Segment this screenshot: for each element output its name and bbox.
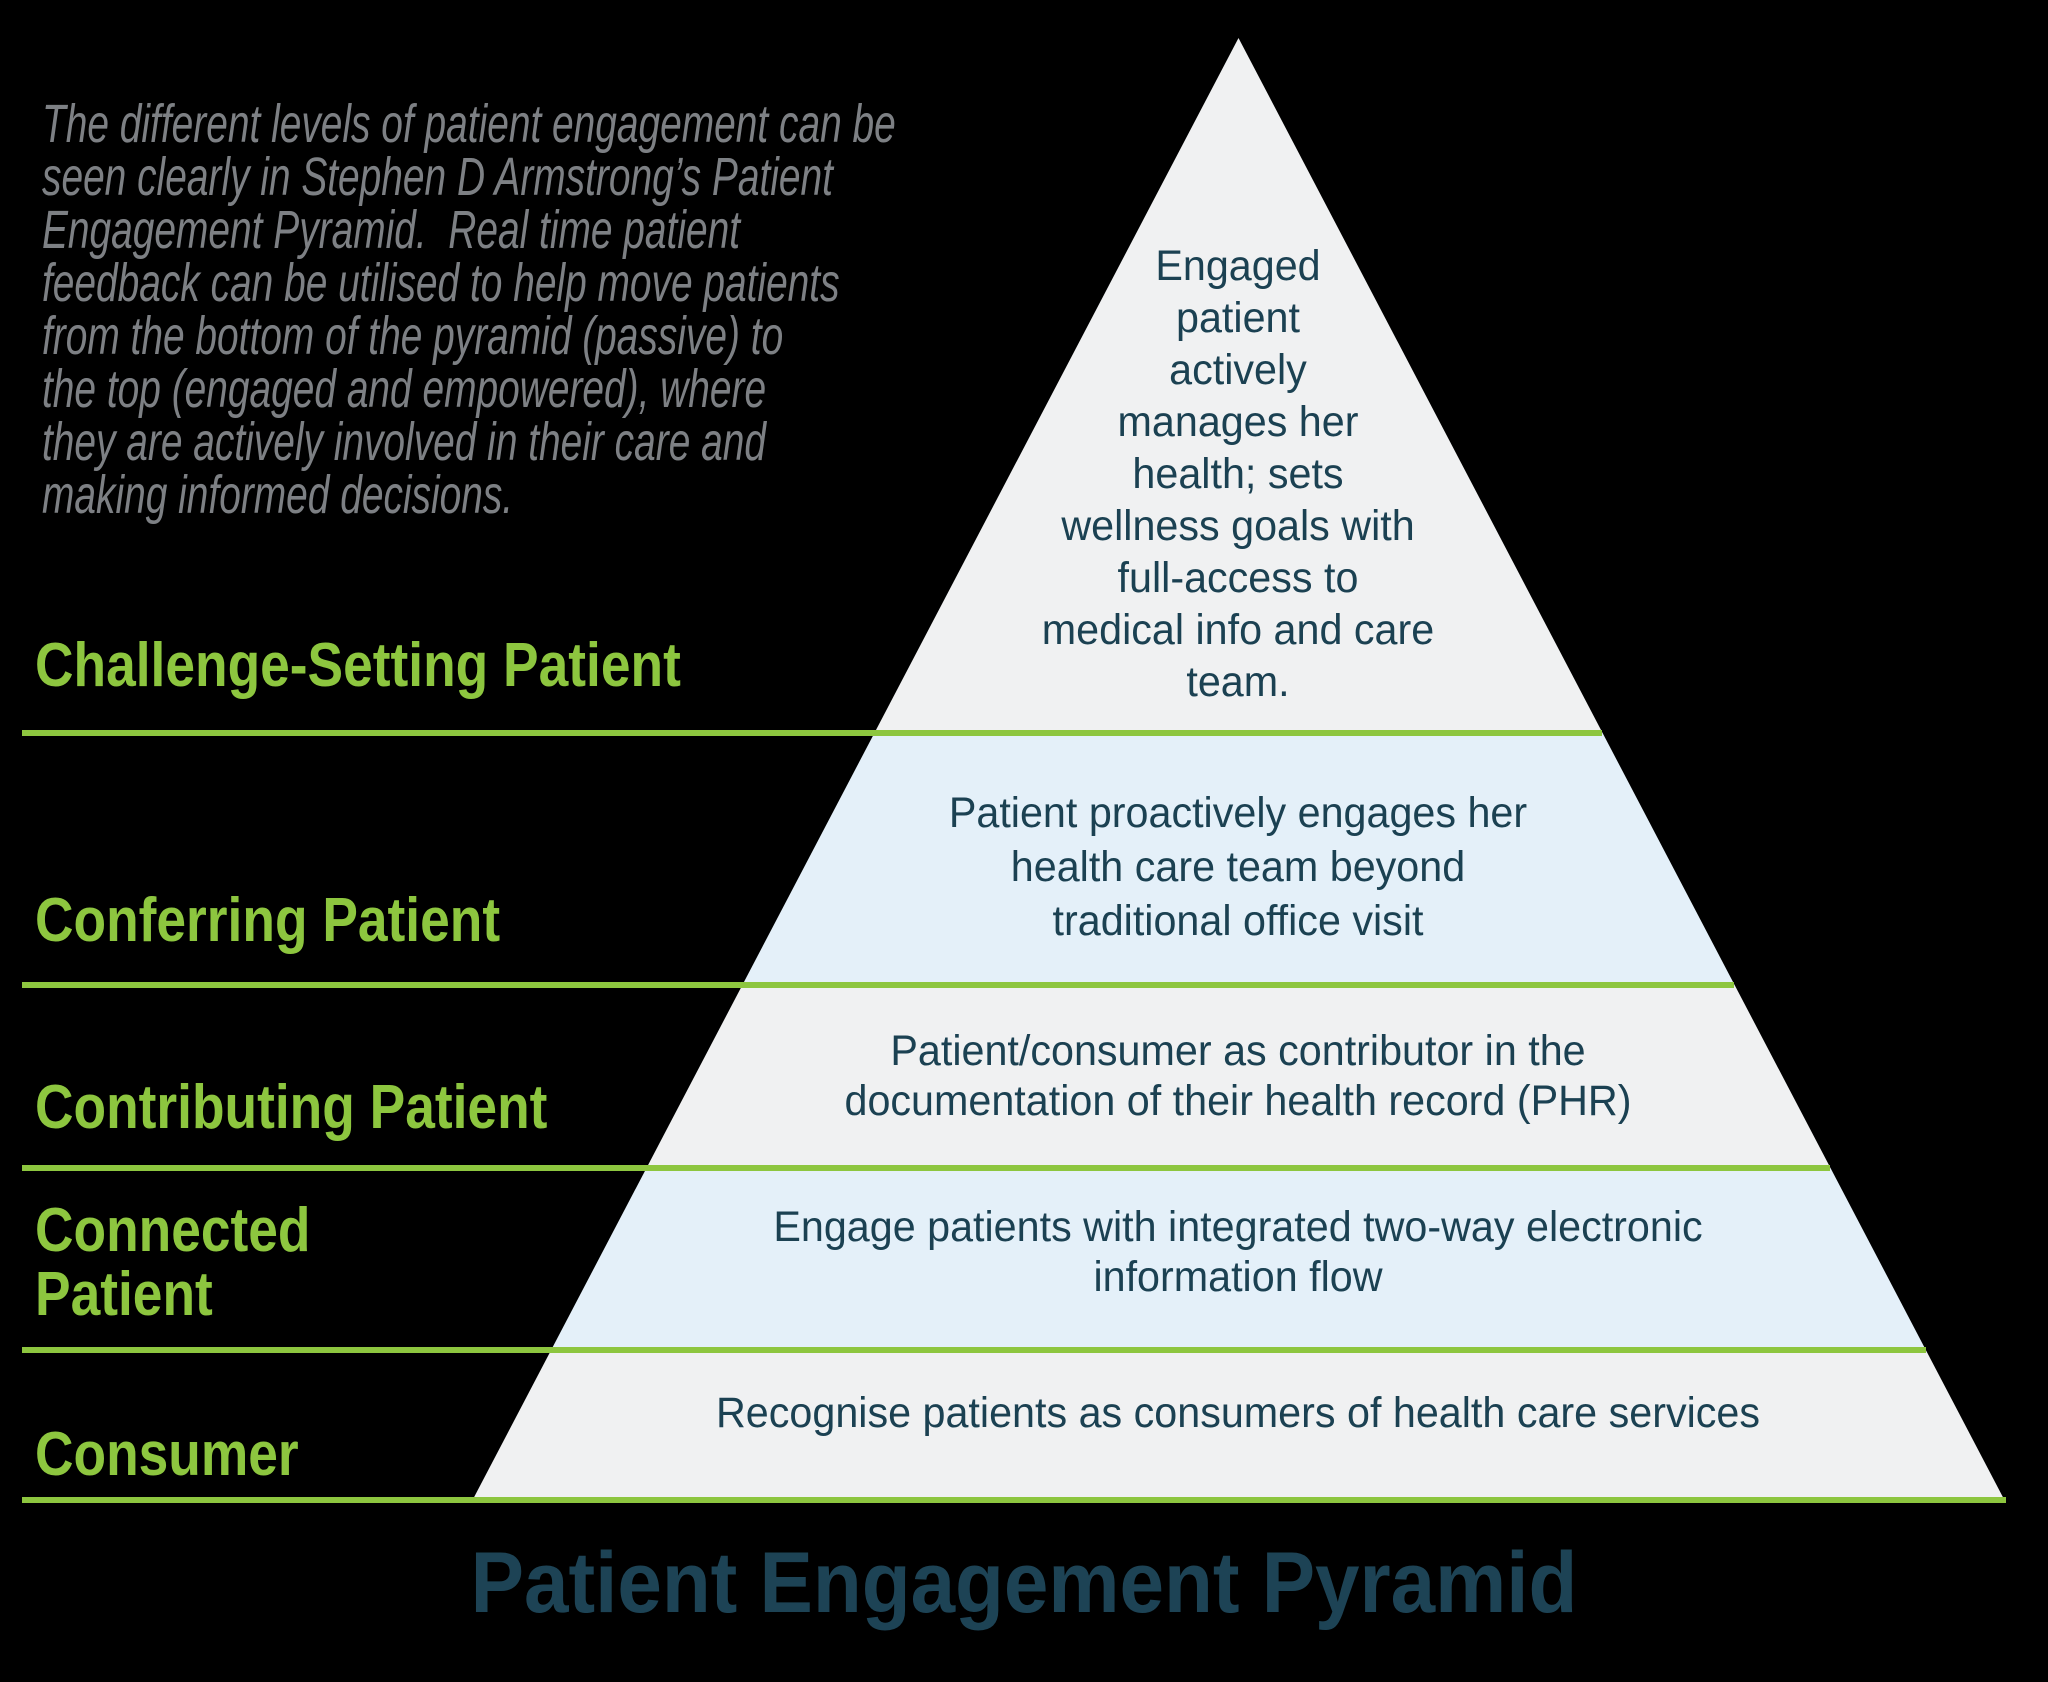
tier-description-challenge-setting: Engaged patient actively manages her hea… bbox=[950, 240, 1526, 708]
level-label-challenge-setting-patient: Challenge-Setting Patient bbox=[35, 634, 681, 698]
tier-description-line: actively bbox=[1169, 346, 1307, 394]
tier-description-line: information flow bbox=[1093, 1253, 1383, 1301]
tier-contributing bbox=[471, 985, 2006, 1168]
tier-description-conferring: Patient proactively engages her health c… bbox=[883, 786, 1593, 948]
tier-description-line: team. bbox=[1186, 658, 1290, 706]
tier-description-line: Engage patients with integrated two-way … bbox=[773, 1203, 1703, 1251]
level-label-line: Patient bbox=[35, 1260, 213, 1329]
level-label-contributing-patient: Contributing Patient bbox=[35, 1076, 547, 1140]
level-label-line: Conferring Patient bbox=[35, 886, 501, 955]
tier-description-line: Patient proactively engages her bbox=[948, 789, 1528, 837]
tier-description-line: medical info and care bbox=[1041, 606, 1435, 654]
level-label-line: Consumer bbox=[35, 1420, 299, 1489]
level-label-line: Connected bbox=[35, 1196, 311, 1265]
intro-line: they are actively involved in their care… bbox=[42, 412, 766, 472]
tier-description-line: documentation of their health record (PH… bbox=[844, 1077, 1632, 1125]
tier-description-line: manages her bbox=[1117, 398, 1359, 446]
tier-description-consumer: Recognise patients as consumers of healt… bbox=[595, 1390, 1881, 1436]
page-title: Patient Engagement Pyramid bbox=[470, 1535, 1578, 1631]
intro-line: seen clearly in Stephen D Armstrong’s Pa… bbox=[42, 147, 833, 207]
tier-description-contributing: Patient/consumer as contributor in the d… bbox=[768, 1026, 1709, 1126]
tier-description-line: full-access to bbox=[1117, 554, 1359, 602]
level-divider-line bbox=[22, 982, 1734, 988]
tier-description-line: Patient/consumer as contributor in the bbox=[890, 1027, 1586, 1075]
tier-description-line: wellness goals with bbox=[1061, 502, 1415, 550]
level-label-line: Challenge-Setting Patient bbox=[35, 631, 681, 700]
level-label-conferring-patient: Conferring Patient bbox=[35, 889, 500, 953]
intro-line: making informed decisions. bbox=[42, 465, 514, 525]
tier-description-line: health; sets bbox=[1132, 450, 1344, 498]
tier-consumer bbox=[471, 1350, 2006, 1503]
level-label-line: Contributing Patient bbox=[35, 1073, 548, 1142]
tier-description-line: Recognise patients as consumers of healt… bbox=[716, 1389, 1760, 1437]
tier-description-line: health care team beyond bbox=[1010, 843, 1466, 891]
tier-description-line: patient bbox=[1176, 294, 1300, 342]
level-divider-line bbox=[22, 1347, 1926, 1353]
tier-description-line: traditional office visit bbox=[1052, 897, 1424, 945]
tier-description-connected: Engage patients with integrated two-way … bbox=[729, 1202, 1747, 1302]
level-divider-line bbox=[22, 730, 1602, 736]
level-label-consumer: Consumer bbox=[35, 1423, 299, 1487]
tier-connected bbox=[471, 1168, 2006, 1350]
intro-line: from the bottom of the pyramid (passive)… bbox=[42, 306, 784, 366]
tier-description-line: Engaged bbox=[1155, 242, 1321, 290]
level-divider-line bbox=[22, 1497, 2006, 1503]
intro-line: Engagement Pyramid. Real time patient bbox=[42, 200, 741, 260]
intro-line: feedback can be utilised to help move pa… bbox=[42, 253, 840, 313]
level-label-connected-patient: Connected Patient bbox=[35, 1199, 311, 1327]
level-divider-line bbox=[22, 1165, 1830, 1171]
intro-line: The different levels of patient engageme… bbox=[42, 94, 896, 154]
intro-paragraph: The different levels of patient engageme… bbox=[42, 94, 896, 525]
intro-line: the top (engaged and empowered), where bbox=[42, 359, 767, 419]
